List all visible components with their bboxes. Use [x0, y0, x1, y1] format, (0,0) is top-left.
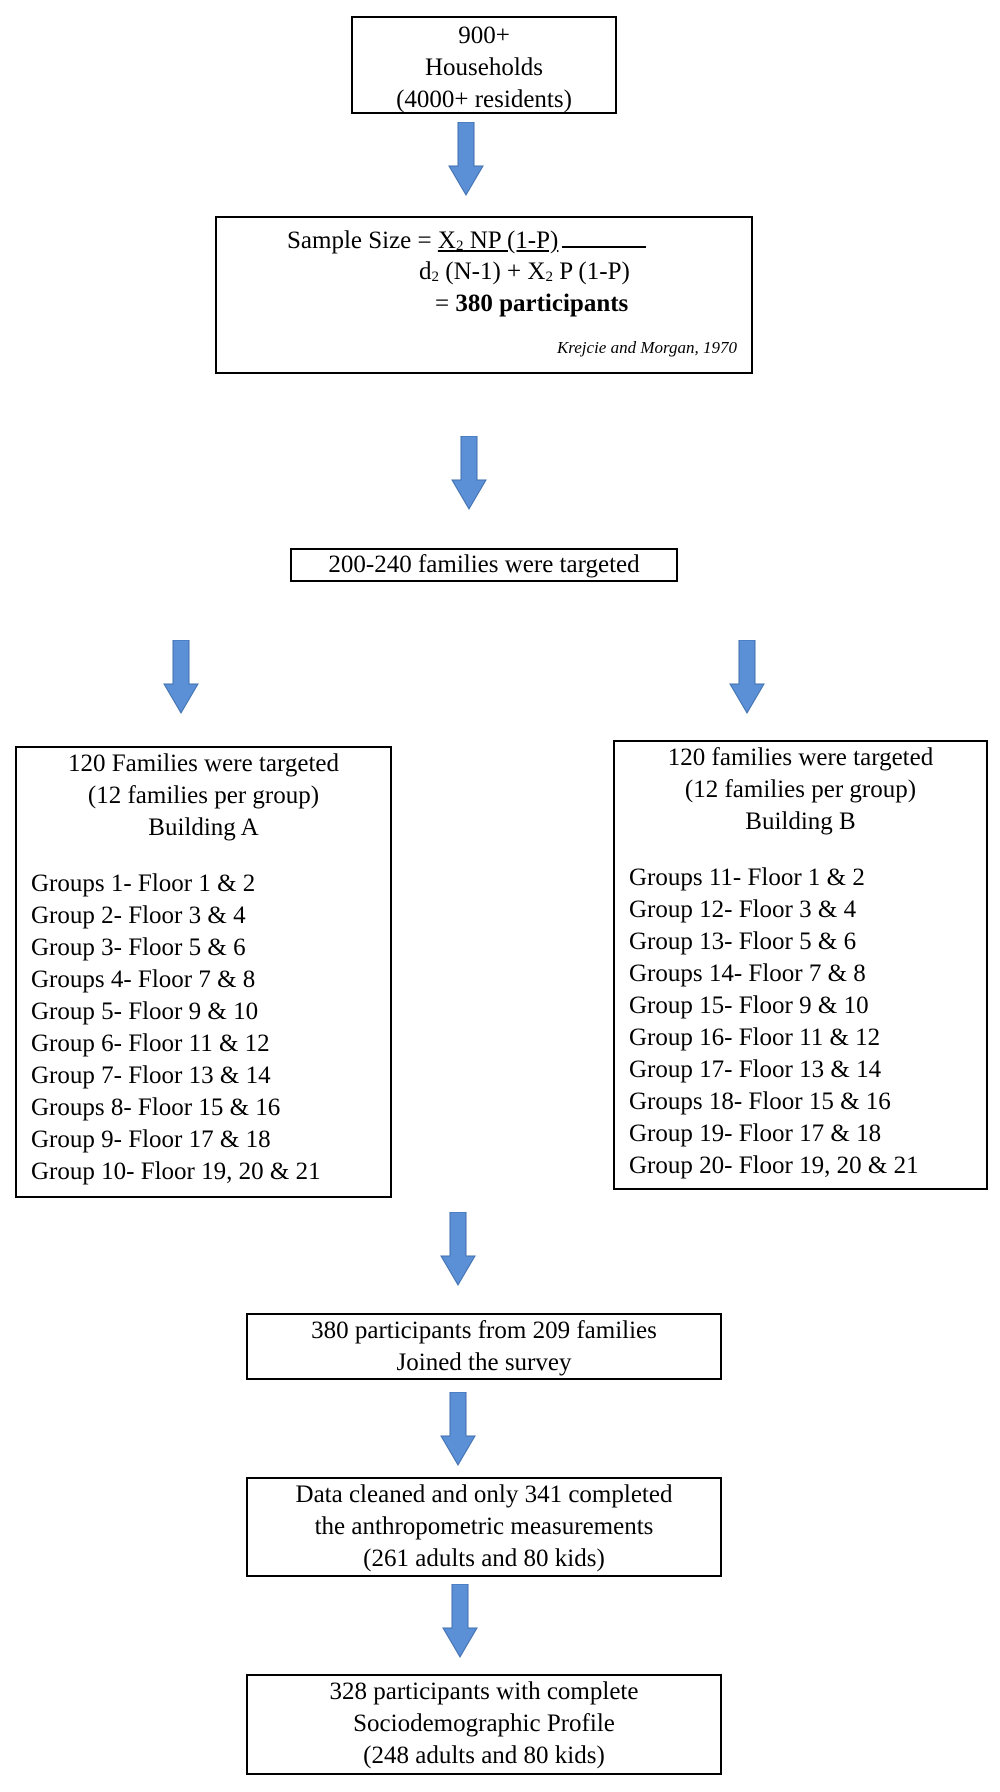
- formula-numerator-rest: NP (1-P): [463, 227, 559, 254]
- group-item: Group 10- Floor 19, 20 & 21: [31, 1158, 321, 1185]
- formula-denominator-rest: P (1-P): [552, 258, 630, 285]
- down-arrow-icon: [440, 1212, 476, 1286]
- final-profile-box: 328 participants with complete Sociodemo…: [246, 1674, 722, 1775]
- building-b-box: 120 families were targeted (12 families …: [613, 740, 988, 1190]
- residents-count: (4000+ residents): [396, 86, 572, 113]
- households-label: Households: [424, 54, 544, 81]
- sample-size-label: Sample Size =: [287, 227, 438, 254]
- formula-result-row: = 380 participants: [435, 288, 628, 320]
- building-a-group-list: Groups 1- Floor 1 & 2 Group 2- Floor 3 &…: [17, 868, 390, 1188]
- targeted-families-text: 200-240 families were targeted: [328, 551, 640, 578]
- households-count: 900+: [458, 22, 510, 49]
- formula-x-subscript: 2: [455, 238, 464, 254]
- fraction-bar: [562, 224, 647, 248]
- down-arrow-icon: [448, 122, 484, 196]
- group-item: Groups 14- Floor 7 & 8: [629, 960, 866, 987]
- building-b-title: Building B: [745, 808, 856, 835]
- group-item: Group 9- Floor 17 & 18: [31, 1126, 271, 1153]
- group-item: Group 5- Floor 9 & 10: [31, 998, 259, 1025]
- sample-size-box: Sample Size = X2 NP (1-P) d2 (N-1) + X2 …: [215, 216, 753, 374]
- joined-survey-label: Joined the survey: [396, 1349, 572, 1376]
- building-b-group-list: Groups 11- Floor 1 & 2 Group 12- Floor 3…: [615, 862, 986, 1182]
- building-b-per-group: (12 families per group): [684, 776, 917, 803]
- building-a-title: Building A: [148, 814, 259, 841]
- group-item: Group 12- Floor 3 & 4: [629, 896, 857, 923]
- group-item: Groups 4- Floor 7 & 8: [31, 966, 256, 993]
- result-participants: 380 participants: [455, 290, 629, 317]
- down-arrow-icon: [442, 1584, 478, 1658]
- group-item: Group 16- Floor 11 & 12: [629, 1024, 881, 1051]
- citation: Krejcie and Morgan, 1970: [556, 338, 737, 357]
- group-item: Groups 18- Floor 15 & 16: [629, 1088, 891, 1115]
- formula-numerator-row: Sample Size = X2 NP (1-P): [287, 224, 647, 262]
- households-box: 900+ Households (4000+ residents): [351, 16, 617, 114]
- group-item: Group 2- Floor 3 & 4: [31, 902, 246, 929]
- result-prefix: =: [435, 290, 456, 317]
- down-arrow-icon: [440, 1392, 476, 1466]
- joined-survey-box: 380 participants from 209 families Joine…: [246, 1313, 722, 1380]
- group-item: Group 20- Floor 19, 20 & 21: [629, 1152, 919, 1179]
- final-breakdown: (248 adults and 80 kids): [363, 1742, 605, 1769]
- formula-x2-subscript: 2: [545, 269, 553, 285]
- cleaned-completed: Data cleaned and only 341 completed: [295, 1481, 673, 1508]
- building-a-box: 120 Families were targeted (12 families …: [15, 746, 392, 1198]
- building-b-header: 120 families were targeted (12 families …: [615, 742, 986, 838]
- group-item: Group 19- Floor 17 & 18: [629, 1120, 882, 1147]
- group-item: Group 7- Floor 13 & 14: [31, 1062, 271, 1089]
- building-a-families: 120 Families were targeted: [68, 750, 339, 777]
- formula-denominator-row: d2 (N-1) + X2 P (1-P): [419, 256, 630, 293]
- group-item: Group 17- Floor 13 & 14: [629, 1056, 882, 1083]
- building-a-header: 120 Families were targeted (12 families …: [17, 748, 390, 844]
- formula-d: d: [419, 258, 432, 285]
- final-participants: 328 participants with complete: [329, 1678, 639, 1705]
- group-item: Groups 1- Floor 1 & 2: [31, 870, 256, 897]
- group-item: Group 3- Floor 5 & 6: [31, 934, 246, 961]
- cleaned-breakdown: (261 adults and 80 kids): [363, 1545, 605, 1572]
- targeted-families-box: 200-240 families were targeted: [290, 548, 678, 582]
- formula-denominator-mid: (N-1) + X: [439, 258, 546, 285]
- group-item: Group 15- Floor 9 & 10: [629, 992, 869, 1019]
- down-arrow-icon: [729, 640, 765, 714]
- group-item: Group 13- Floor 5 & 6: [629, 928, 857, 955]
- joined-participants: 380 participants from 209 families: [311, 1317, 657, 1344]
- down-arrow-icon: [451, 436, 487, 510]
- group-item: Group 6- Floor 11 & 12: [31, 1030, 270, 1057]
- group-item: Groups 8- Floor 15 & 16: [31, 1094, 281, 1121]
- final-profile-label: Sociodemographic Profile: [353, 1710, 615, 1737]
- group-item: Groups 11- Floor 1 & 2: [629, 864, 865, 891]
- building-b-families: 120 families were targeted: [667, 744, 934, 771]
- formula-d-subscript: 2: [431, 269, 440, 285]
- down-arrow-icon: [163, 640, 199, 714]
- data-cleaned-box: Data cleaned and only 341 completed the …: [246, 1477, 722, 1577]
- building-a-per-group: (12 families per group): [87, 782, 320, 809]
- formula-x: X: [437, 227, 456, 254]
- cleaned-measurements: the anthropometric measurements: [314, 1513, 654, 1540]
